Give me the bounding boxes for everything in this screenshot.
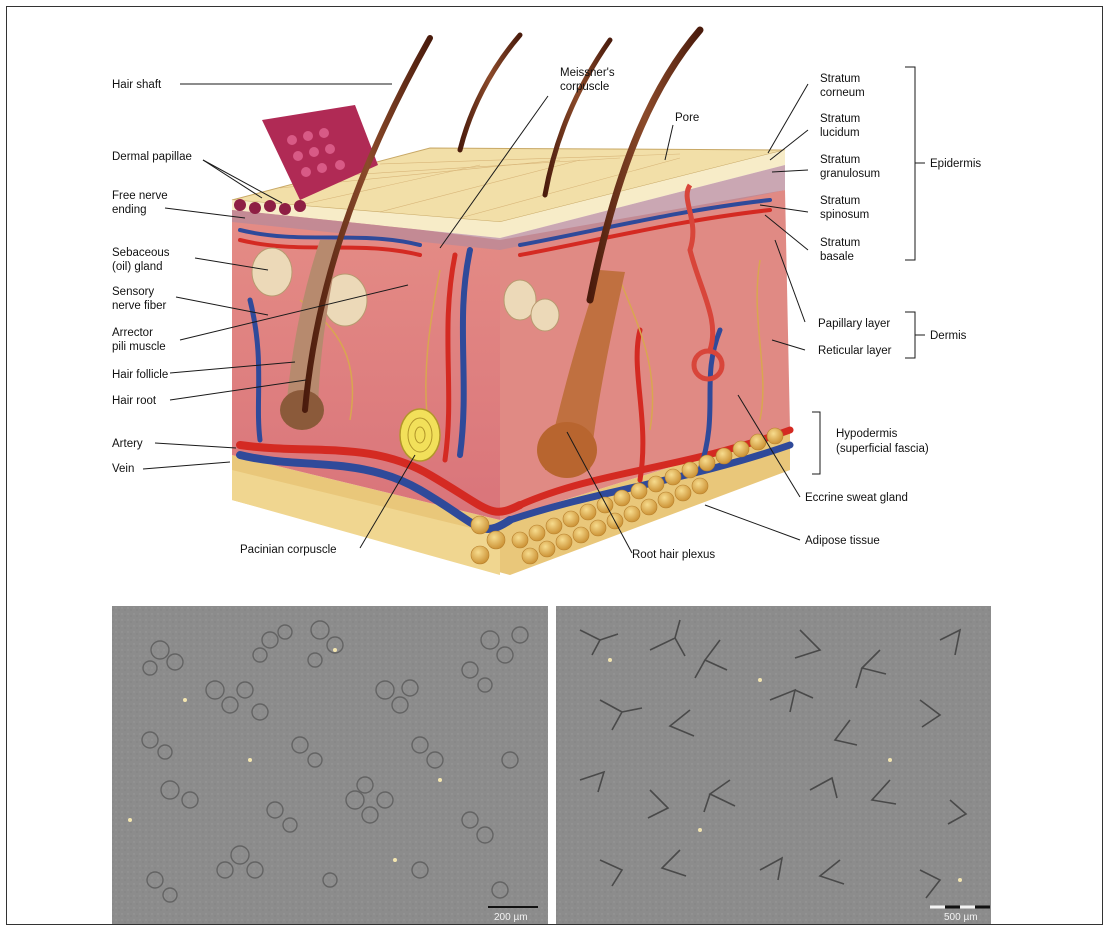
label-free-nerve: Free nerve [112, 190, 168, 202]
label-superficial-fascia: (superficial fascia) [836, 443, 929, 455]
label-spinosum: spinosum [820, 209, 869, 221]
label-corneum: corneum [820, 87, 865, 99]
label-dermal-papillae: Dermal papillae [112, 151, 192, 163]
label-hair-follicle: Hair follicle [112, 369, 168, 381]
label-pacinian-corpuscle: Pacinian corpuscle [240, 544, 337, 556]
label-nerve-fiber: nerve fiber [112, 300, 167, 312]
label-granulosum: granulosum [820, 168, 880, 180]
label-corpuscle: corpuscle [560, 81, 609, 93]
label-epidermis: Epidermis [930, 158, 981, 170]
label-basale: basale [820, 251, 854, 263]
label-stratum-4: Stratum [820, 195, 860, 207]
label-stratum-2: Stratum [820, 113, 860, 125]
label-papillary-layer: Papillary layer [818, 318, 890, 330]
label-root-hair-plexus: Root hair plexus [632, 549, 715, 561]
pacinian-corpuscle [400, 409, 440, 461]
label-stratum-3: Stratum [820, 154, 860, 166]
scale-label-left: 200 µm [494, 912, 528, 923]
label-vein: Vein [112, 463, 134, 475]
micrograph-right: 500 µm [556, 606, 991, 924]
label-sensory: Sensory [112, 286, 154, 298]
label-stratum-5: Stratum [820, 237, 860, 249]
label-pore: Pore [675, 112, 699, 124]
label-hypodermis: Hypodermis [836, 428, 898, 440]
label-oil-gland: (oil) gland [112, 261, 163, 273]
label-eccrine-sweat-gland: Eccrine sweat gland [805, 492, 908, 504]
label-artery: Artery [112, 438, 143, 450]
skin-block [232, 30, 790, 575]
label-reticular-layer: Reticular layer [818, 345, 892, 357]
label-ending: ending [112, 204, 147, 216]
label-meissners: Meissner's [560, 67, 615, 79]
label-lucidum: lucidum [820, 127, 860, 139]
label-adipose-tissue: Adipose tissue [805, 535, 880, 547]
label-hair-root: Hair root [112, 395, 157, 407]
scale-label-right: 500 µm [944, 912, 978, 923]
label-pili-muscle: pili muscle [112, 341, 166, 353]
label-arrector: Arrector [112, 327, 153, 339]
label-stratum-1: Stratum [820, 73, 860, 85]
label-hair-shaft: Hair shaft [112, 79, 162, 91]
label-sebaceous: Sebaceous [112, 247, 170, 259]
micrograph-left: 200 µm [112, 606, 548, 924]
label-dermis: Dermis [930, 330, 967, 342]
